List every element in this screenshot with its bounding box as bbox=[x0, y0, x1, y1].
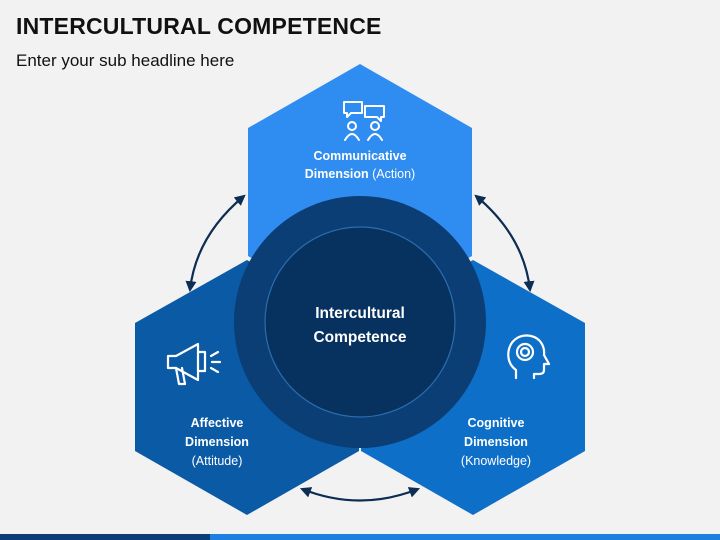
footer-bar-right bbox=[210, 534, 720, 540]
arrow-affective-cognitive bbox=[299, 487, 421, 502]
center-circle-inner bbox=[264, 226, 456, 418]
communicative-label-action: (Action) bbox=[369, 167, 416, 181]
arrow-communicative-affective bbox=[185, 194, 246, 293]
center-label-line1: Intercultural bbox=[315, 305, 405, 322]
affective-label-line3: (Attitude) bbox=[192, 454, 243, 468]
communicative-label-line2: Dimension (Action) bbox=[305, 167, 415, 181]
cognitive-label-line2: Dimension bbox=[464, 435, 528, 449]
cognitive-label-line1: Cognitive bbox=[468, 416, 525, 430]
megaphone-icon bbox=[166, 342, 222, 386]
group-chat-icon bbox=[343, 101, 385, 141]
center-label-line2: Competence bbox=[313, 329, 406, 346]
page-title: INTERCULTURAL COMPETENCE bbox=[16, 13, 382, 39]
head-gear-icon bbox=[507, 334, 551, 380]
communicative-label-line1: Communicative bbox=[313, 149, 406, 163]
affective-label-line2: Dimension bbox=[185, 435, 249, 449]
footer-bar-left bbox=[0, 534, 210, 540]
page-subtitle: Enter your sub headline here bbox=[16, 51, 235, 70]
arrow-communicative-cognitive bbox=[474, 194, 535, 293]
communicative-label-dimension: Dimension bbox=[305, 167, 369, 181]
affective-label-line1: Affective bbox=[191, 416, 244, 430]
footer-accent-bar bbox=[0, 534, 720, 540]
cognitive-label-line3: (Knowledge) bbox=[461, 454, 531, 468]
